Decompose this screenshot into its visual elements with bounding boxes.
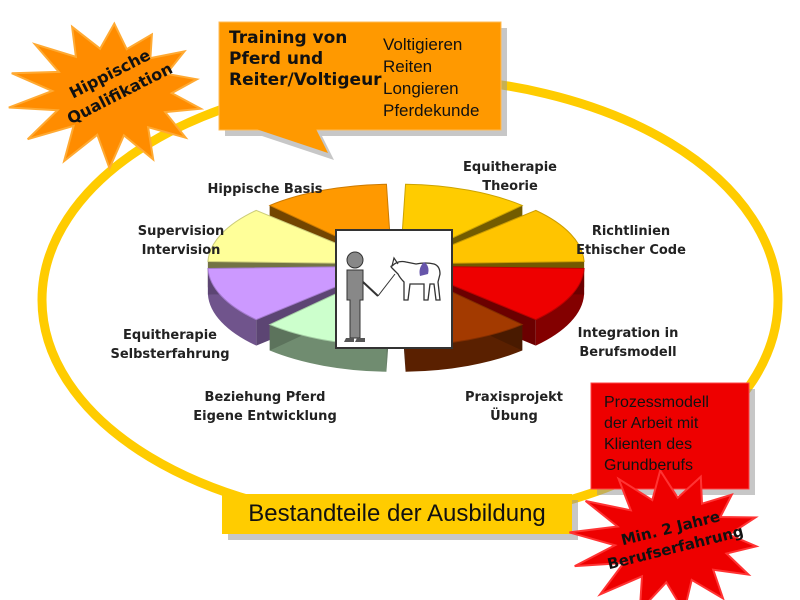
red-box: [590, 382, 755, 495]
red-box-text: Prozessmodell der Arbeit mit Klienten de…: [604, 394, 709, 474]
training-item: Longieren: [383, 79, 459, 98]
segment-label: Integration in Berufsmodell: [577, 326, 679, 360]
training-item: Reiten: [383, 57, 433, 76]
training-title: Training von Pferd und Reiter/Voltigeur: [229, 28, 382, 90]
starburst-hippische: [8, 21, 205, 171]
training-item: Pferdekunde: [383, 101, 480, 120]
segment-label: Beziehung Pferd Eigene Entwicklung: [193, 390, 337, 424]
pie-segment-side: [535, 268, 585, 346]
training-item: Voltigieren: [383, 35, 463, 54]
segment-label: Praxisprojekt Übung: [464, 390, 564, 424]
segment-label: Richtlinien Ethischer Code: [576, 224, 686, 258]
segment-label: Supervision Intervision: [137, 224, 225, 258]
starburst-berufserfahrung: [569, 468, 760, 600]
person-icon: [344, 251, 379, 342]
horse-icon: [390, 256, 441, 301]
segment-label: Equitherapie Theorie: [463, 160, 557, 194]
segment-label: Hippische Basis: [207, 182, 323, 197]
pie-segment-side: [207, 268, 257, 346]
center-image: [335, 229, 453, 349]
bottom-title-box: [222, 494, 578, 540]
bottom-title: Bestandteile der Ausbildung: [248, 500, 546, 527]
longe-line: [377, 273, 396, 297]
segment-label: Equitherapie Selbsterfahrung: [110, 328, 230, 362]
training-callout: [218, 21, 507, 160]
